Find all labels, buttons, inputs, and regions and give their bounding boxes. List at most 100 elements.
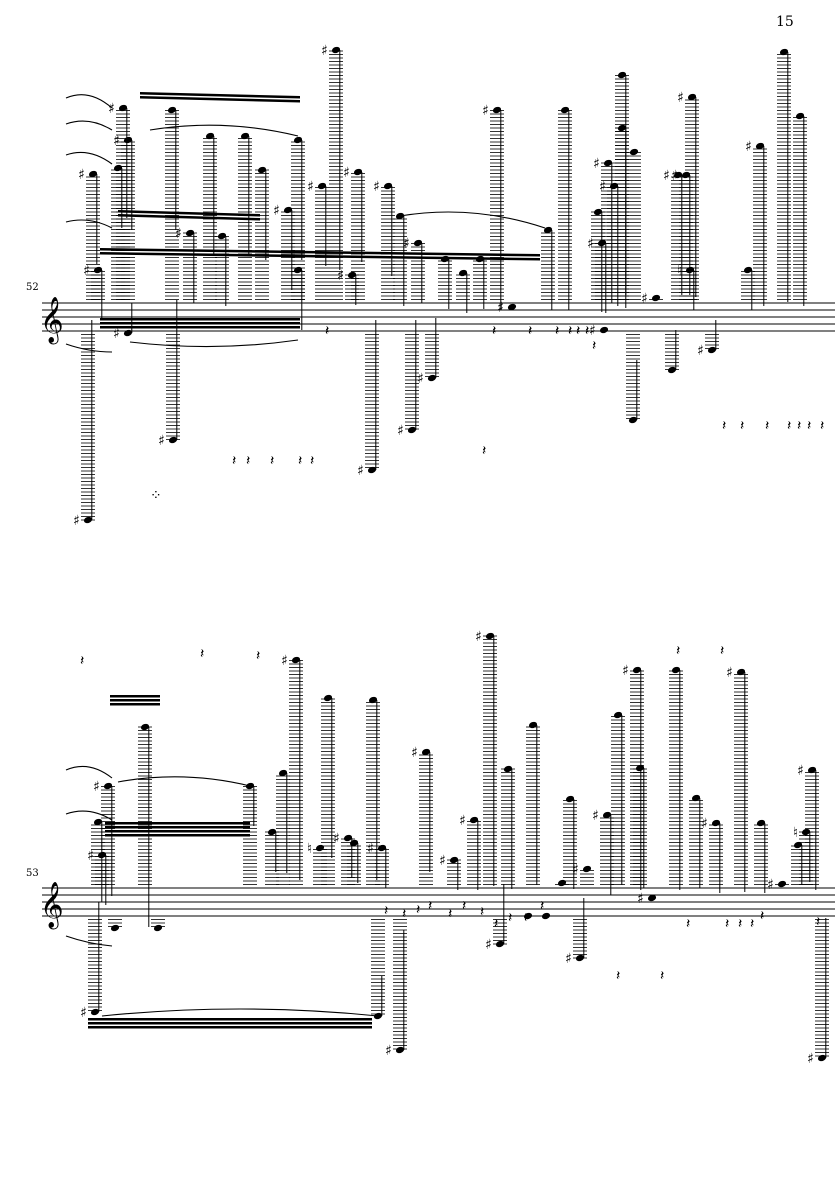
quarter-rest: 𝄽 (660, 968, 664, 984)
slur (129, 339, 299, 348)
note-head (110, 924, 120, 932)
beam (105, 830, 250, 833)
quarter-rest: 𝄽 (616, 968, 620, 984)
quarter-rest: 𝄽 (462, 898, 466, 914)
slur (65, 219, 113, 229)
sharp-accidental: ♯ (385, 1043, 392, 1059)
note-head (367, 466, 377, 474)
quarter-rest: 𝄽 (740, 418, 744, 434)
beam (100, 248, 540, 257)
quarter-rest: 𝄽 (384, 903, 388, 919)
sharp-accidental: ♯ (411, 745, 418, 761)
note-head (407, 426, 417, 434)
note-head (603, 159, 613, 167)
sharp-accidental: ♯ (373, 179, 380, 195)
note-head (795, 112, 805, 120)
slur (65, 765, 113, 779)
measure-number-52: 52 (26, 282, 39, 293)
note-head (413, 239, 423, 247)
note-head (291, 656, 301, 664)
sharp-accidental: ♯ (671, 168, 678, 184)
note-head (331, 46, 341, 54)
note-head (469, 816, 479, 824)
note-head (628, 416, 638, 424)
note-head (245, 782, 255, 790)
sharp-accidental: ♯ (439, 853, 446, 869)
note-head (503, 765, 513, 773)
quarter-rest: 𝄽 (585, 323, 589, 339)
note-head (317, 182, 327, 190)
quarter-rest: 𝄽 (416, 902, 420, 918)
beam (118, 214, 260, 221)
sharp-accidental: ♯ (475, 629, 482, 645)
note-head (283, 206, 293, 214)
beam (140, 96, 300, 103)
beam (88, 1026, 372, 1029)
note-head (495, 940, 505, 948)
note-head (602, 811, 612, 819)
note-head (90, 1008, 100, 1016)
note-head (793, 841, 803, 849)
note-head (395, 1046, 405, 1054)
slur (65, 343, 113, 353)
beam (100, 318, 300, 321)
note-head (315, 844, 325, 852)
note-head (88, 170, 98, 178)
quarter-rest: 𝄽 (807, 418, 811, 434)
page-number: 15 (776, 14, 794, 30)
note-head (673, 171, 683, 179)
sharp-accidental: ♯ (485, 937, 492, 953)
quarter-rest: 𝄽 (760, 908, 764, 924)
quarter-rest: 𝄽 (750, 916, 754, 932)
sharp-accidental: ♯ (73, 513, 80, 529)
sharp-accidental: ♯ (367, 841, 374, 857)
note-head (565, 795, 575, 803)
quarter-rest: 𝄽 (270, 453, 274, 469)
note-head (153, 924, 163, 932)
sharp-accidental: ♯ (459, 813, 466, 829)
note-head (205, 132, 215, 140)
note-head (560, 106, 570, 114)
note-head (293, 266, 303, 274)
note-head (449, 856, 459, 864)
note-head (347, 271, 357, 279)
sharp-accidental: ♯ (641, 291, 648, 307)
quarter-rest: 𝄽 (200, 646, 204, 662)
sharp-accidental: ♯ (273, 203, 280, 219)
sharp-accidental: ♯ (663, 168, 670, 184)
note-head (492, 106, 502, 114)
sharp-accidental: ♯ (572, 862, 579, 878)
sharp-accidental: ♯ (587, 236, 594, 252)
note-head (743, 266, 753, 274)
note-head (368, 696, 378, 704)
note-head (123, 136, 133, 144)
slur (65, 94, 113, 109)
quarter-rest: 𝄽 (765, 418, 769, 434)
sharp-accidental: ♯ (337, 268, 344, 284)
quarter-rest: 𝄽 (256, 648, 260, 664)
sharp-accidental: ♯ (78, 167, 85, 183)
note-head (485, 632, 495, 640)
note-head (667, 366, 677, 374)
sharp-accidental: ♯ (497, 300, 504, 316)
note-head (118, 104, 128, 112)
sharp-accidental: ♯ (113, 133, 120, 149)
natural-accidental: ♮ (307, 841, 312, 857)
note-head (541, 912, 551, 920)
note-head (507, 303, 517, 311)
sharp-accidental: ♯ (565, 951, 572, 967)
quarter-rest: 𝄽 (524, 910, 528, 926)
note-head (777, 880, 787, 888)
sharp-accidental: ♯ (158, 433, 165, 449)
beam (100, 252, 540, 261)
slur (149, 124, 299, 137)
sharp-accidental: ♯ (745, 139, 752, 155)
note-head (123, 329, 133, 337)
sharp-accidental: ♯ (807, 1051, 814, 1067)
note-head (167, 106, 177, 114)
natural-accidental: ♮ (677, 263, 682, 279)
note-head (817, 1054, 827, 1062)
quarter-rest: 𝄽 (820, 418, 824, 434)
